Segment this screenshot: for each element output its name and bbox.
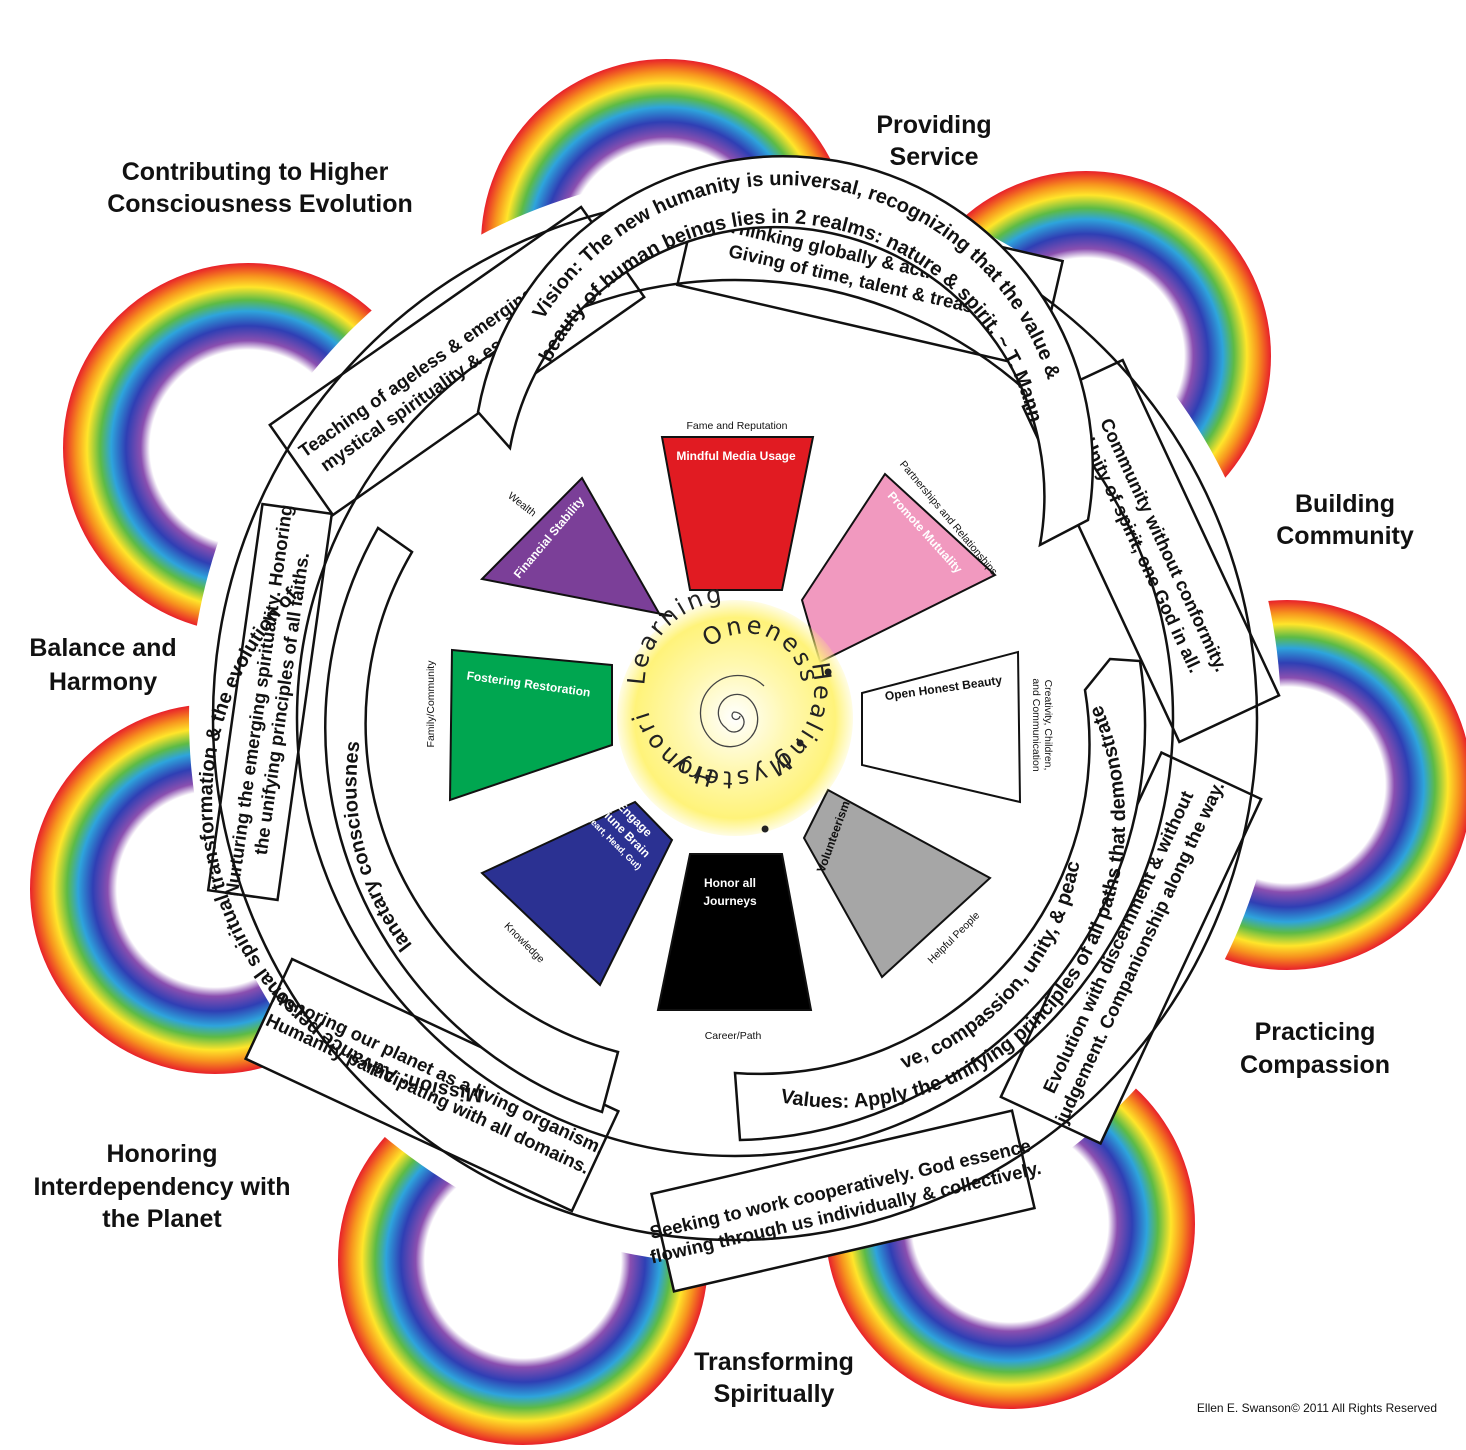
core-glow [617,600,853,836]
band-box-planet [243,957,621,1213]
segment-label-fame: Mindful Media Usage [676,449,796,463]
ring-divider-inner [295,278,1175,1158]
segment-wealth [479,476,673,617]
band-box-spiritual [649,1109,1037,1293]
segment-knowledge [480,800,674,987]
area-label-transforming-spiritually-line1: Transforming [694,1348,854,1376]
segment-fame [660,436,815,591]
domain-label-family: Family/Community [425,660,437,748]
area-label-providing-service-line2: Service [890,143,979,171]
area-label-balance-harmony-line1: Balance and [29,634,176,662]
segment-partnerships [800,472,997,664]
segment-label-career-line2: Journeys [703,894,757,908]
spiral-icon [699,674,765,748]
area-label-honoring-interdependency-line1: Honoring [106,1140,217,1168]
segment-helpful [802,788,992,979]
area-label-building-community-line2: Community [1276,522,1414,550]
segment-creativity [861,650,1022,804]
domain-label-career: Career/Path [705,1030,762,1042]
domain-label-creativity-line2: and Communication [1030,678,1042,772]
domain-label-fame: Fame and Reputation [687,420,788,432]
area-label-honoring-interdependency-line3: the Planet [102,1205,222,1233]
segment-family [448,648,613,802]
vision-box [476,155,1094,548]
area-labels: Providing Service Building Community Pra… [29,111,1413,1408]
area-label-higher-consciousness-line1: Contributing to Higher [122,158,389,186]
area-label-practicing-compassion-line2: Compassion [1240,1051,1390,1079]
area-label-honoring-interdependency-line2: Interdependency with [34,1173,291,1201]
domain-label-creativity-line1: Creativity, Children, [1042,680,1054,771]
area-label-higher-consciousness-line2: Consciousness Evolution [107,190,413,218]
segment-career [656,853,813,1011]
area-label-building-community-line1: Building [1295,490,1395,518]
area-label-practicing-compassion-line1: Practicing [1255,1018,1376,1046]
segment-label-career-line1: Honor all [704,876,756,890]
core-dot: • [821,659,838,687]
area-label-transforming-spiritually-line2: Spiritually [714,1380,835,1408]
core-dot: • [793,730,810,758]
bagua-segments [448,436,1022,1011]
mission-box [324,526,620,1114]
area-label-providing-service-line1: Providing [876,111,991,139]
area-label-balance-harmony-line2: Harmony [49,668,157,696]
core-dot: • [758,816,775,844]
copyright-notice: Ellen E. Swanson© 2011 All Rights Reserv… [1197,1401,1437,1415]
values-box [733,657,1147,1142]
